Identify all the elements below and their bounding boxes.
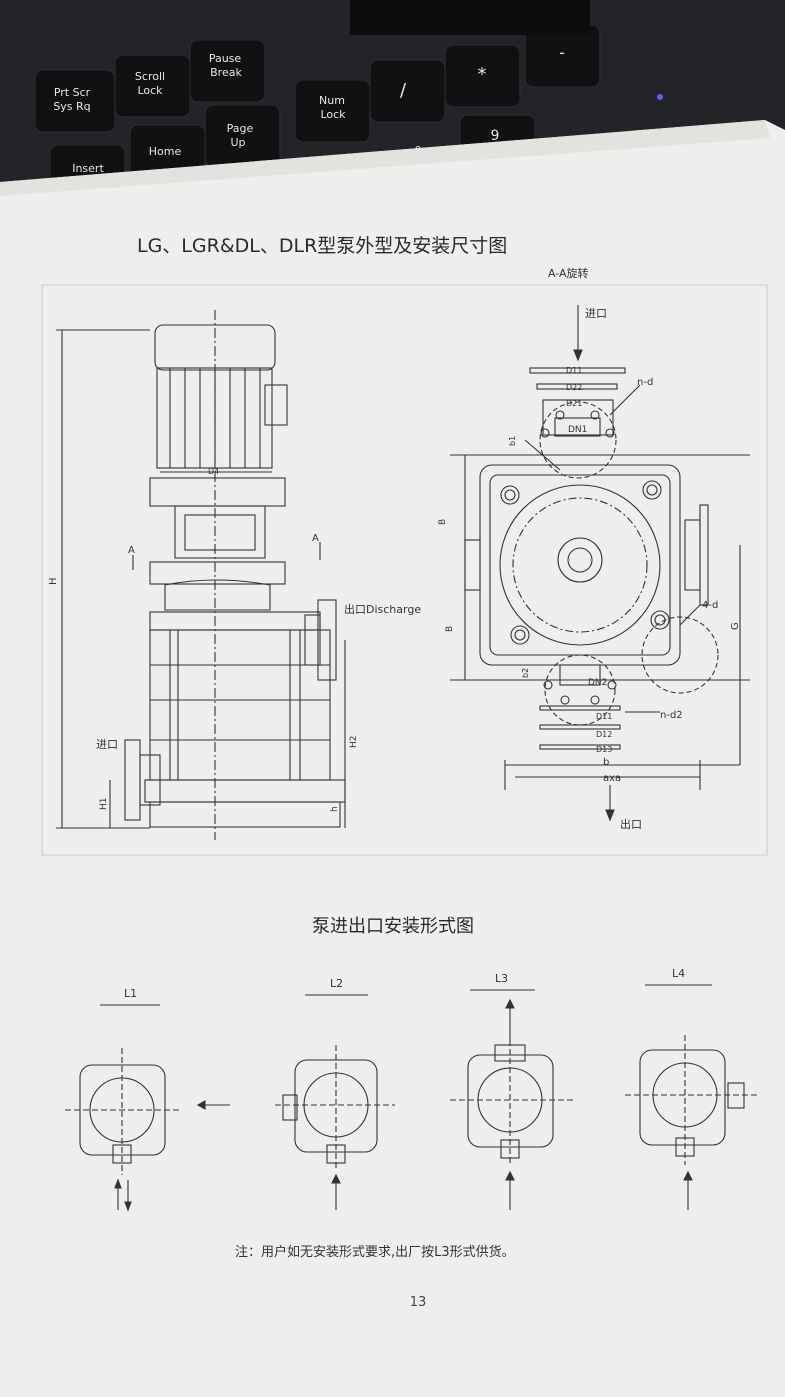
key-multiply [444, 44, 521, 108]
form-L3-label: L3 [495, 972, 508, 985]
dim-D11-bottom: D11 [596, 712, 612, 721]
key-label: Insert [72, 162, 104, 175]
key-label: Scroll [135, 70, 165, 83]
page-title: LG、LGR&DL、DLR型泵外型及安装尺寸图 [137, 235, 507, 257]
form-L1 [65, 1004, 230, 1212]
key-label: 9 [491, 128, 500, 144]
section-mark-right: A [312, 533, 319, 544]
key-pause [189, 39, 266, 103]
keyboard: Prt Scr Sys Rq Scroll Lock Pause Break I… [34, 0, 663, 186]
dim-4d: 4-d [702, 600, 718, 611]
key-label: Page [227, 122, 254, 135]
pump-section-drawing [450, 305, 750, 822]
key-label: Lock [320, 108, 346, 121]
key-label: - [559, 43, 565, 62]
key-divide [369, 59, 446, 123]
form-L4-label: L4 [672, 967, 685, 980]
dim-axa: axa [603, 773, 621, 784]
key-label: Lock [137, 84, 163, 97]
dim-DN1: DN1 [568, 425, 587, 435]
key-label: Break [210, 66, 242, 79]
indicator-light [657, 94, 663, 100]
form-L4 [625, 984, 760, 1210]
dim-h-label: h [330, 806, 340, 812]
paper-sheet [0, 120, 785, 1397]
dim-H1-label: H1 [99, 798, 109, 811]
form-L2-label: L2 [330, 977, 343, 990]
key-label: Sys Rq [53, 100, 90, 113]
form-L1-label: L1 [124, 987, 137, 1000]
page-number: 13 [410, 1295, 427, 1310]
dim-b1: b1 [508, 436, 517, 446]
dim-D4-label: D4 [208, 467, 219, 476]
installation-forms: L1 L2 L3 [65, 967, 760, 1212]
paper-top-edge [0, 120, 770, 196]
inlet-label-top: 进口 [585, 307, 607, 320]
dim-nd-top: n-d [637, 377, 653, 388]
dim-D21-top: D21 [566, 399, 582, 408]
dim-B-top: B [438, 519, 448, 525]
dim-G: G [730, 622, 741, 630]
dim-B-bottom: B [445, 626, 455, 632]
dim-D22-top: D22 [566, 383, 582, 392]
section-mark-left: A [128, 545, 135, 556]
dim-D13-bottom: D13 [596, 745, 612, 754]
dim-b2: b2 [521, 668, 530, 678]
dim-H2-label: H2 [349, 736, 359, 749]
key-label: / [400, 80, 407, 101]
drawing-frame [41, 284, 768, 856]
key-label: Num [319, 94, 345, 107]
key-label: Prt Scr [54, 86, 91, 99]
key-label: Up [230, 136, 245, 149]
dim-b: b [603, 757, 609, 768]
key-label: Home [149, 145, 182, 158]
installation-note: 注：用户如无安装形式要求,出厂按L3形式供货。 [235, 1244, 515, 1260]
key-label: Pause [209, 52, 242, 65]
dim-H-label: H [48, 577, 59, 585]
dim-nd-bottom: n-d2 [660, 710, 683, 721]
section2-title: 泵进出口安装形式图 [312, 916, 474, 937]
form-L3 [450, 989, 575, 1210]
inlet-label-left: 进口 [96, 738, 118, 751]
key-label: * [478, 64, 487, 85]
form-L2 [275, 994, 395, 1210]
dim-DN2: DN2 [588, 678, 607, 688]
dim-D11-top: D11 [566, 366, 582, 375]
section-rotation-label: A-A旋转 [548, 266, 589, 280]
outlet-label-bottom: 出口 [620, 817, 642, 831]
discharge-label: 出口Discharge [344, 602, 421, 616]
pump-elevation-drawing [56, 310, 346, 840]
dim-D12-bottom: D12 [596, 730, 612, 739]
key-row-top [350, 0, 590, 35]
